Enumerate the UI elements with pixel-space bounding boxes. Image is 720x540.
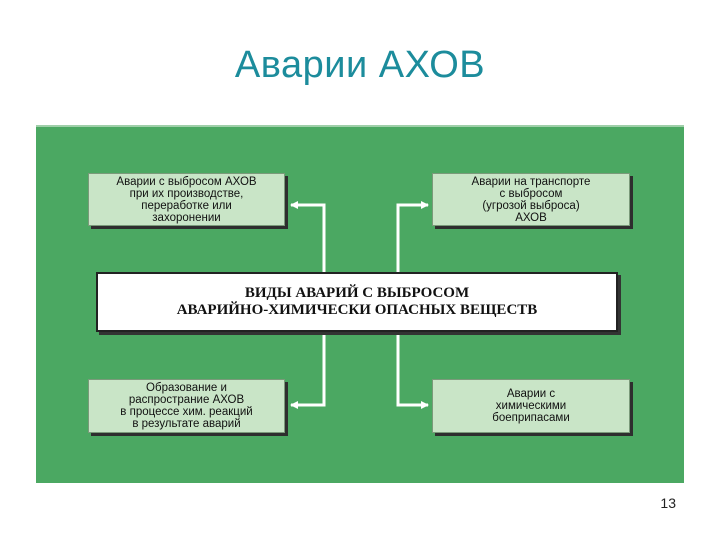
connector-to-bottom-left: [290, 332, 326, 409]
connector-to-bottom-right: [396, 332, 429, 409]
slide-title: Аварии АХОВ: [234, 44, 486, 86]
box-production-accidents: Аварии с выбросом АХОВ при их производст…: [88, 173, 285, 226]
page-number: 13: [660, 495, 676, 511]
panel-top-edge: [36, 125, 684, 127]
connector-to-top-right: [396, 201, 429, 274]
box-chemical-reaction-spread: Образование и распространие АХОВ в проце…: [88, 379, 285, 433]
connector-to-top-left: [290, 201, 326, 274]
box-chemical-munitions: Аварии с химическими боеприпасами: [432, 379, 630, 433]
box-transport-accidents: Аварии на транспорте с выбросом (угрозой…: [432, 173, 630, 226]
center-box-accident-types: ВИДЫ АВАРИЙ С ВЫБРОСОМ АВАРИЙНО-ХИМИЧЕСК…: [96, 272, 618, 332]
